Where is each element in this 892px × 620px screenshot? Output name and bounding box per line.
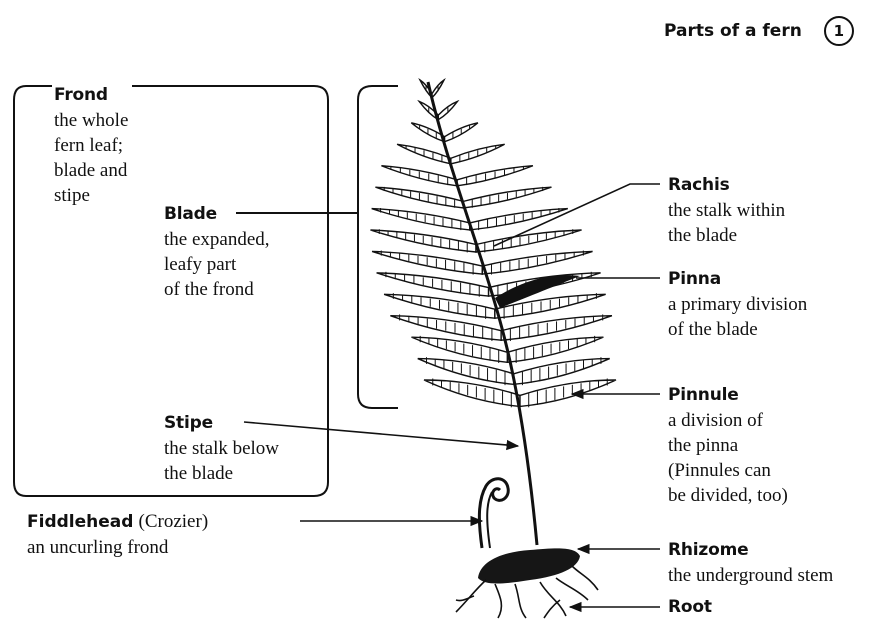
label-pinnule: Pinnule a division of the pinna (Pinnule… — [668, 382, 788, 508]
fern-pinna — [372, 209, 470, 230]
label-pinna-term: Pinna — [668, 266, 807, 292]
label-rhizome-desc: the underground stem — [668, 563, 833, 588]
label-frond-desc: blade and — [54, 158, 128, 183]
label-frond-desc: fern leaf; — [54, 133, 128, 158]
label-pinnule-term: Pinnule — [668, 382, 788, 408]
label-rhizome: Rhizome the underground stem — [668, 537, 833, 588]
label-pinna: Pinna a primary division of the blade — [668, 266, 807, 342]
stipe-leader — [244, 422, 518, 446]
label-stipe-desc: the blade — [164, 461, 279, 486]
label-fiddlehead: Fiddlehead (Crozier) an uncurling frond — [27, 509, 208, 560]
label-pinna-desc: a primary division — [668, 292, 807, 317]
fiddlehead-shape-inner — [487, 492, 492, 548]
label-stipe-desc: the stalk below — [164, 436, 279, 461]
label-pinnule-desc: be divided, too) — [668, 483, 788, 508]
label-pinnule-desc: (Pinnules can — [668, 458, 788, 483]
label-fiddlehead-desc: an uncurling frond — [27, 535, 208, 560]
label-rhizome-term: Rhizome — [668, 537, 833, 563]
page-number-badge: 1 — [824, 16, 854, 46]
label-blade: Blade the expanded, leafy part of the fr… — [164, 201, 270, 302]
fiddlehead-shape — [479, 479, 508, 548]
label-rachis: Rachis the stalk within the blade — [668, 172, 785, 248]
fern-pinna — [507, 337, 603, 362]
label-pinna-desc: of the blade — [668, 317, 807, 342]
label-frond: Frond the whole fern leaf; blade and sti… — [54, 82, 128, 208]
label-blade-desc: of the frond — [164, 277, 270, 302]
label-stipe: Stipe the stalk below the blade — [164, 410, 279, 486]
label-blade-desc: the expanded, — [164, 227, 270, 252]
label-rachis-term: Rachis — [668, 172, 785, 198]
rhizome-shape — [478, 548, 580, 583]
label-frond-desc: the whole — [54, 108, 128, 133]
label-blade-term: Blade — [164, 201, 270, 227]
label-fiddlehead-note: (Crozier) — [139, 511, 209, 532]
label-root: Root — [668, 594, 712, 620]
label-pinnule-desc: the pinna — [668, 433, 788, 458]
label-fiddlehead-term: Fiddlehead — [27, 512, 133, 532]
label-pinnule-desc: a division of — [668, 408, 788, 433]
blade-bracket — [358, 86, 398, 408]
label-rachis-desc: the blade — [668, 223, 785, 248]
label-root-term: Root — [668, 594, 712, 620]
header: Parts of a fern 1 — [664, 16, 854, 46]
label-stipe-term: Stipe — [164, 410, 279, 436]
fern-pinnae — [370, 80, 615, 407]
label-frond-term: Frond — [54, 82, 128, 108]
label-frond-desc: stipe — [54, 183, 128, 208]
label-rachis-desc: the stalk within — [668, 198, 785, 223]
label-blade-desc: leafy part — [164, 252, 270, 277]
diagram-title: Parts of a fern — [664, 21, 802, 41]
